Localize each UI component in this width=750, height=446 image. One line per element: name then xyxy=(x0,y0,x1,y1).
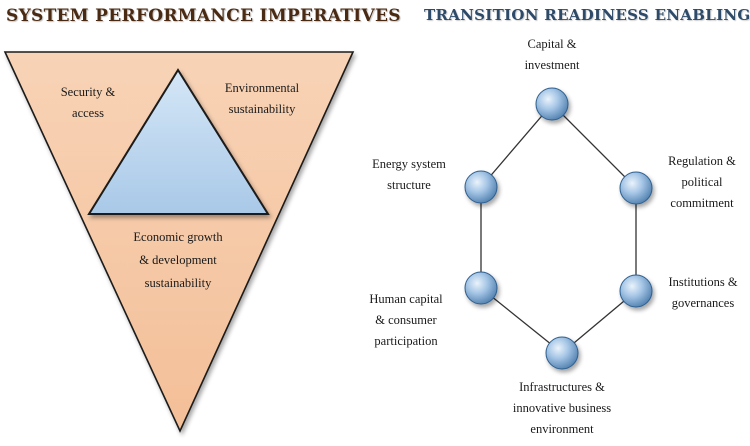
node-human-capital xyxy=(464,271,498,305)
label-human-capital: Human capital & consumer participation xyxy=(369,292,443,348)
label-regulation-political: Regulation & political commitment xyxy=(668,154,736,210)
edge-capital-regulation xyxy=(551,103,637,189)
label-infrastructures: Infrastructures & innovative business en… xyxy=(512,380,612,436)
label-capital-investment: Capital & investment xyxy=(524,37,580,72)
hexagon-edges xyxy=(480,103,637,354)
label-security-access: Security & access xyxy=(60,85,116,120)
label-economic-growth: Economic growth & development sustainabi… xyxy=(133,230,223,290)
label-institutions-governances: Institutions & governances xyxy=(668,275,738,310)
node-regulation xyxy=(619,171,653,205)
outer-inverted-triangle xyxy=(3,51,355,433)
node-infrastructures xyxy=(545,336,579,370)
node-institutions xyxy=(619,274,653,308)
label-environmental-sustainability: Environmental sustainability xyxy=(224,81,300,116)
edge-infrastructures-human xyxy=(480,287,563,354)
left-panel-title: SYSTEM PERFORMANCE IMPERATIVES xyxy=(6,6,401,26)
right-panel-title: TRANSITION READINESS ENABLING xyxy=(424,6,750,24)
label-energy-system: Energy system structure xyxy=(372,157,446,192)
hexagon-nodes xyxy=(464,87,653,370)
node-energy-system xyxy=(464,170,498,204)
edge-energy-capital xyxy=(480,103,553,188)
inner-triangle xyxy=(87,68,270,215)
node-capital xyxy=(535,87,569,121)
